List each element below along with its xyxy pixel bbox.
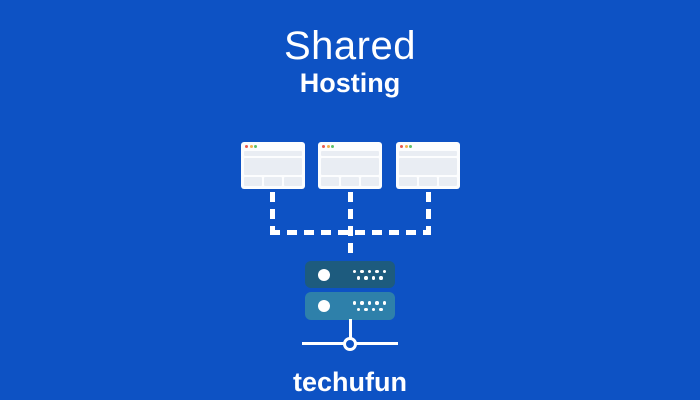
traffic-light-green-icon [331,145,334,148]
page-subtitle: Hosting [299,68,401,98]
server-led-icon [318,268,330,281]
dashed-connector-middle [348,192,353,258]
browser-window-icon [318,142,382,189]
browser-window-icon [396,142,460,189]
browser-panel [244,177,262,186]
browser-panel [321,177,339,186]
browser-urlbar [399,151,457,156]
server-led-icon [318,300,330,312]
dashed-connector-horizontal [270,230,431,235]
traffic-light-green-icon [254,145,257,148]
dashed-connector-right [426,192,431,235]
traffic-light-yellow-icon [249,145,253,148]
server-rack-top-icon [305,261,395,288]
traffic-light-yellow-icon [404,145,408,148]
traffic-light-green-icon [409,145,412,148]
server-rack-bottom-icon [305,292,395,320]
server-vent-dots-icon [352,301,386,311]
browser-panel [341,177,359,186]
browser-titlebar [241,142,305,151]
dashed-connector-left [270,192,275,235]
browser-titlebar [318,142,382,151]
server-vent-dots-icon [352,269,386,280]
brand-text: techufun [293,367,407,397]
browser-panel [284,177,302,186]
server-stem-line [349,319,352,339]
browser-button-row [244,177,302,186]
browser-content-area [244,158,302,175]
browser-button-row [321,177,379,186]
browser-urlbar [321,151,379,156]
browser-panel [399,177,417,186]
browser-content-area [399,158,457,175]
traffic-light-red-icon [245,145,248,148]
browser-urlbar [244,151,302,156]
page-title: Shared [284,24,416,68]
browser-content-area [321,158,379,175]
traffic-light-yellow-icon [326,145,330,148]
traffic-light-red-icon [322,145,325,148]
browser-panel [439,177,457,186]
network-node-icon [343,337,357,351]
browser-panel [264,177,282,186]
browser-panel [419,177,437,186]
browser-panel [361,177,379,186]
browser-titlebar [396,142,460,151]
traffic-light-red-icon [400,145,403,148]
browser-window-icon [241,142,305,189]
browser-button-row [399,177,457,186]
